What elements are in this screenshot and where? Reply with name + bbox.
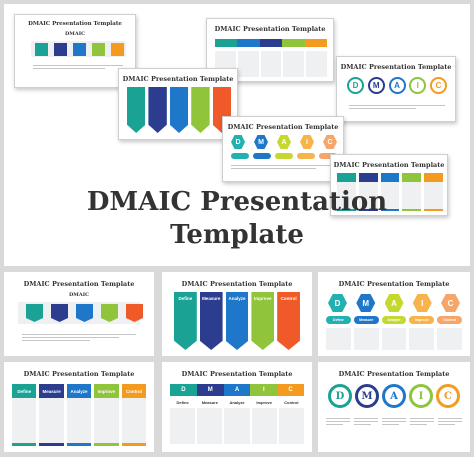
hex-row: D M A I C — [328, 294, 460, 312]
slide-title: DMAIC Presentation Template — [181, 280, 293, 288]
slide-title: DMAIC Presentation Template — [340, 63, 452, 71]
thumbnail-circles[interactable]: DMAIC Presentation Template D M A I C — [318, 362, 470, 452]
step-icon — [92, 43, 105, 56]
label-row: Define Measure Analyze Improve Control — [176, 400, 299, 405]
pill-row: Define Measure Analyze Improve Control — [326, 316, 462, 324]
slide-title: DMAIC Presentation Template — [181, 370, 293, 378]
text-cards — [170, 408, 305, 444]
slide-title: DMAIC Presentation Template — [338, 280, 450, 288]
hex-row: D M A I C — [231, 135, 337, 149]
step-icon — [35, 43, 48, 56]
thumbnail-icons[interactable]: DMAIC Presentation Template DMAIC — [4, 272, 154, 356]
thumbnail-arrows[interactable]: DMAIC Presentation Template Define Measu… — [162, 272, 312, 356]
hero-title-line1: DMAIC Presentation — [86, 187, 388, 217]
slide-title: DMAIC Presentation Template — [214, 25, 326, 33]
arrow-row — [127, 87, 232, 133]
thumbnail-strip[interactable]: DMAIC Presentation Template D M A I C De… — [162, 362, 312, 452]
step-icon — [54, 43, 67, 56]
step-icon — [73, 43, 86, 56]
slide-title: DMAIC Presentation Template — [23, 280, 135, 288]
preview-slide-icons[interactable]: DMAIC Presentation Template DMAIC — [14, 14, 136, 88]
step-icon — [26, 304, 43, 322]
slide-title: DMAIC Presentation Template — [23, 370, 135, 378]
pill-row — [231, 153, 337, 159]
circle-row: D M A I C — [328, 384, 460, 410]
preview-slide-circles[interactable]: DMAIC Presentation Template D M A I C — [336, 56, 456, 122]
step-icon — [101, 304, 118, 322]
slide-subtitle: DMAIC — [64, 31, 86, 37]
circle-text — [326, 418, 462, 442]
letter-strip: D M A I C — [170, 384, 304, 396]
circle-row: D M A I C — [347, 77, 447, 97]
slide-title: DMAIC Presentation Template — [28, 21, 122, 27]
column-row — [337, 173, 443, 211]
text-cards — [326, 328, 462, 350]
step-icon — [111, 43, 124, 56]
step-icon — [76, 304, 93, 322]
slide-subtitle: DMAIC — [68, 292, 90, 298]
slide-title: DMAIC Presentation Template — [122, 75, 234, 83]
body-text — [33, 65, 123, 71]
preview-slide-arrows[interactable]: DMAIC Presentation Template — [118, 68, 238, 140]
column-row: Define Measure Analyze Improve Control — [12, 384, 147, 446]
hero-panel: DMAIC Presentation Template DMAIC DMAIC … — [4, 4, 470, 266]
body-text — [22, 334, 136, 343]
slide-title: DMAIC Presentation Template — [338, 370, 450, 378]
slide-title: DMAIC Presentation Template — [333, 161, 445, 169]
step-icon — [126, 304, 143, 322]
thumbnail-columns[interactable]: DMAIC Presentation Template Define Measu… — [4, 362, 154, 452]
body-text — [231, 165, 337, 171]
preview-slide-hexagons[interactable]: DMAIC Presentation Template D M A I C — [222, 116, 344, 182]
hero-title-line2: Template — [170, 220, 304, 250]
step-icon — [51, 304, 68, 322]
body-text — [349, 105, 445, 111]
color-strip — [215, 39, 328, 47]
arrow-row: Define Measure Analyze Improve Control — [174, 292, 300, 350]
slide-title: DMAIC Presentation Template — [227, 123, 339, 131]
thumbnail-hexagons[interactable]: DMAIC Presentation Template D M A I C De… — [318, 272, 470, 356]
preview-slide-columns[interactable]: DMAIC Presentation Template — [330, 154, 448, 216]
hero-title: DMAIC Presentation Template — [4, 186, 470, 252]
